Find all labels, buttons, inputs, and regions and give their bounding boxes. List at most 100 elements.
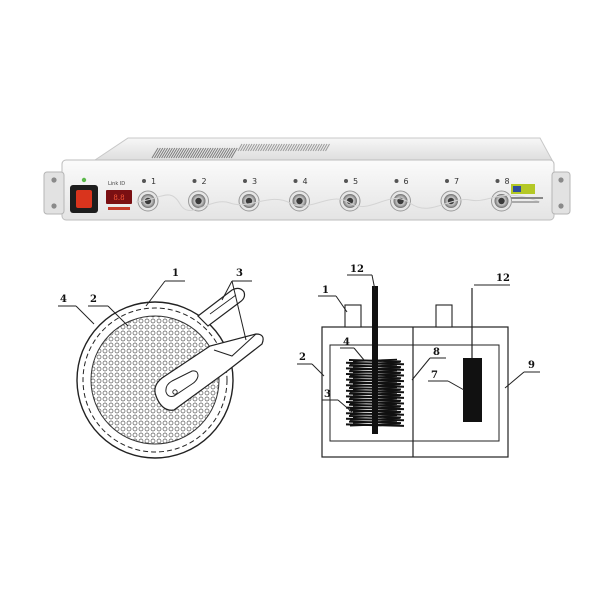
- brand-badge-mark: [513, 186, 521, 192]
- vent-slot: [285, 143, 290, 152]
- cap-left: [344, 304, 362, 328]
- vent-slot: [216, 147, 224, 159]
- brand-text-line-2: [511, 201, 539, 203]
- panel-wave-decoration: [135, 194, 541, 211]
- tab-lower-fold: [213, 333, 257, 357]
- vent-slot: [182, 147, 190, 159]
- vent-slot: [240, 143, 245, 152]
- channel-led: [243, 179, 247, 183]
- vent-slot: [322, 143, 328, 152]
- status-display-digits: 8.8: [113, 194, 124, 202]
- channel-number: 8: [505, 177, 510, 186]
- coin-cell-inner-edge: [82, 307, 228, 453]
- vent-slot: [282, 143, 288, 152]
- vent-slot: [225, 147, 233, 159]
- brush-bristle: [352, 420, 398, 424]
- cell-cross-section-figure: 12 12 1 2 4 3 8 7 9: [297, 264, 540, 458]
- brush-bristle: [349, 406, 401, 410]
- vent-slot: [257, 143, 263, 152]
- leader-3b: [337, 399, 353, 413]
- electrode-mesh: [90, 315, 220, 445]
- leader-line-3a: [221, 280, 233, 301]
- vent-slot: [218, 147, 226, 159]
- rack-ear-right: [551, 171, 571, 215]
- vent-slot: [320, 143, 325, 152]
- vent-slot: [199, 147, 207, 159]
- vent-slot: [223, 147, 231, 159]
- vent-slot: [277, 143, 283, 152]
- channel-led: [293, 179, 298, 183]
- vent-slot: [292, 143, 298, 152]
- leader-2b: [311, 363, 325, 377]
- label-4: 4: [60, 294, 67, 305]
- vent-slot: [265, 143, 270, 152]
- vent-slot: [151, 147, 159, 159]
- vent-slot: [287, 143, 293, 152]
- leader-line-2b: [107, 305, 129, 327]
- vent-slot: [158, 147, 166, 159]
- vent-slot: [175, 147, 183, 159]
- cap-right: [435, 304, 453, 328]
- brush-bristle: [349, 367, 401, 371]
- power-switch[interactable]: [76, 190, 92, 208]
- label-1: 1: [322, 285, 329, 296]
- vent-slot: [270, 143, 275, 152]
- channel-8: 8: [491, 177, 512, 212]
- channel-led: [192, 179, 197, 183]
- device-top-panel: [93, 137, 553, 161]
- vent-slot: [272, 143, 278, 152]
- channel-number: 5: [353, 177, 358, 186]
- vent-slot: [267, 143, 273, 152]
- brush-bristle: [349, 400, 401, 405]
- vent-slot: [290, 143, 295, 152]
- vent-slot: [325, 143, 330, 152]
- rack-ear-right-hole-top: [558, 177, 564, 183]
- channel-number: 3: [252, 177, 257, 186]
- vent-slot: [206, 147, 214, 159]
- brush-bristle: [352, 381, 398, 385]
- vent-slot: [307, 143, 313, 152]
- brush-bristle: [349, 423, 401, 427]
- leader-4b: [353, 347, 365, 361]
- label-3: 3: [236, 268, 243, 279]
- brand-text-line-1: [511, 197, 543, 199]
- brush-bristle: [352, 386, 398, 391]
- coin-cell-figure: 1 2 3 4: [58, 268, 264, 459]
- tab-lower-hole: [172, 389, 178, 395]
- brush-bristle: [352, 392, 398, 396]
- leader-line-3b: [231, 280, 247, 341]
- vent-slot: [156, 147, 164, 159]
- channel-number: 6: [404, 177, 409, 186]
- channel-connector-pin: [195, 197, 202, 205]
- brush-bristle: [352, 409, 398, 413]
- leader-line-1b: [145, 280, 166, 307]
- vent-slot: [194, 147, 202, 159]
- rack-ear-right-hole-bottom: [558, 203, 564, 209]
- brush-bristle: [352, 369, 398, 374]
- brush-bristle: [352, 397, 398, 402]
- label-9: 9: [528, 360, 535, 371]
- vent-slot: [280, 143, 285, 152]
- channel-2: 2: [188, 177, 209, 212]
- status-led-strip: [108, 207, 130, 210]
- channel-6: 6: [390, 177, 411, 212]
- brush-bristle: [352, 375, 398, 379]
- vent-slot: [305, 143, 310, 152]
- vent-slot: [252, 143, 258, 152]
- vent-slot: [211, 147, 219, 159]
- channel-connector-pin: [498, 197, 505, 205]
- vent-slot: [163, 147, 171, 159]
- label-7: 7: [431, 370, 438, 381]
- channel-4: 4: [289, 177, 310, 212]
- channel-led: [394, 179, 399, 183]
- vent-slot: [245, 143, 250, 152]
- vent-slot: [170, 147, 178, 159]
- vent-slot: [168, 147, 176, 159]
- brush-bristle: [349, 378, 401, 382]
- vent-slot: [187, 147, 195, 159]
- vent-slot: [302, 143, 308, 152]
- vent-slot: [173, 147, 181, 159]
- vent-slot: [213, 147, 221, 159]
